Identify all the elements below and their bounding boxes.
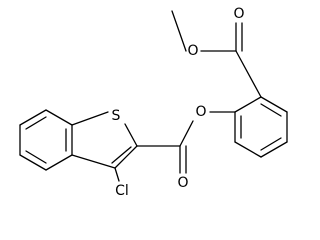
methyl-ether-oxygen-label: O: [187, 43, 198, 59]
carbonyl-oxygen-left-label: O: [177, 175, 188, 191]
chlorine-atom-label: Cl: [115, 183, 129, 199]
ester-oxygen-label: O: [195, 104, 206, 120]
carbonyl-oxygen-top-label: O: [233, 6, 244, 22]
molecule-diagram: S O O O O Cl: [19, 6, 288, 199]
atom-labels: S O O O O Cl: [112, 6, 245, 199]
sulfur-atom-label: S: [112, 108, 121, 124]
bond-lines: [19, 10, 288, 182]
